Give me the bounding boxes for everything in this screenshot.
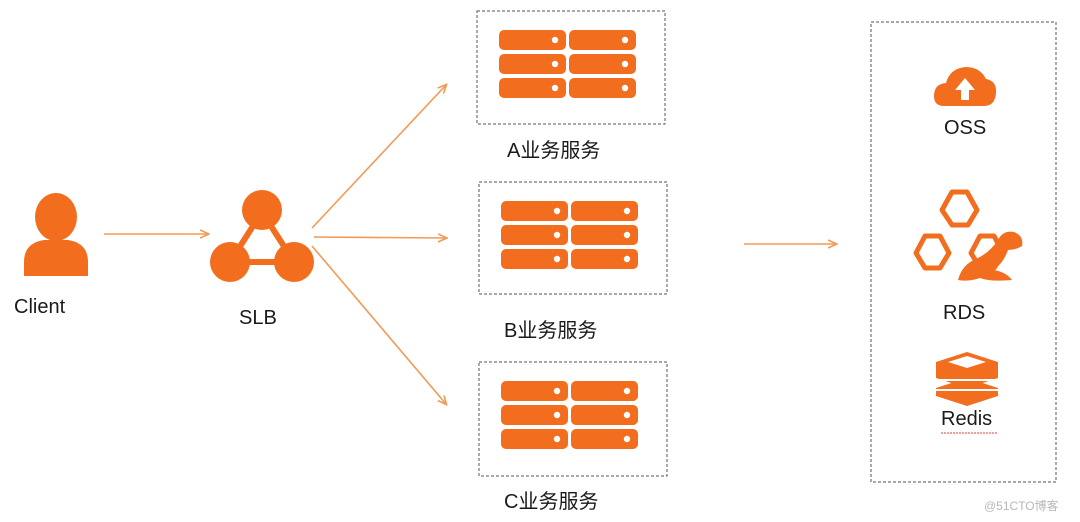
server-bar — [501, 405, 568, 425]
server-bar — [571, 249, 638, 269]
server-bar — [571, 381, 638, 401]
server-led — [553, 231, 561, 239]
client-label: Client — [14, 296, 66, 318]
service-c-label: C业务服务 — [504, 491, 599, 513]
server-led — [551, 84, 559, 92]
server-led — [623, 411, 631, 419]
arrow-slb-to-a — [311, 85, 446, 229]
server-bar — [569, 54, 636, 74]
server-bar — [571, 429, 638, 449]
arrow-slb-to-c — [311, 245, 446, 404]
backend-box — [870, 21, 1057, 483]
cloud-upload-icon — [934, 67, 997, 106]
service-a-box — [476, 10, 666, 125]
server-rack-icon — [499, 30, 636, 98]
server-bar — [571, 201, 638, 221]
service-a-label: A业务服务 — [507, 140, 601, 162]
server-bar — [501, 249, 568, 269]
person-icon — [24, 193, 88, 276]
load-balancer-icon — [210, 190, 314, 282]
server-led — [621, 60, 629, 68]
server-led — [623, 435, 631, 443]
stacked-layers-icon — [936, 352, 998, 406]
server-led — [553, 387, 561, 395]
server-bar — [569, 30, 636, 50]
server-bar — [501, 381, 568, 401]
server-led — [553, 435, 561, 443]
service-b-label: B业务服务 — [504, 320, 598, 342]
server-led — [551, 60, 559, 68]
server-led — [551, 36, 559, 44]
server-led — [621, 84, 629, 92]
server-led — [553, 207, 561, 215]
server-led — [623, 231, 631, 239]
arrow-slb-to-b — [313, 237, 446, 238]
service-c-box — [478, 361, 668, 477]
server-bar — [499, 54, 566, 74]
server-bar — [501, 429, 568, 449]
watermark: @51CTO博客 — [984, 499, 1059, 513]
server-bar — [499, 78, 566, 98]
server-led — [553, 255, 561, 263]
server-bar — [501, 225, 568, 245]
server-bar — [569, 78, 636, 98]
server-rack-icon — [501, 201, 638, 269]
redis-label: Redis — [941, 408, 993, 430]
seal-icon — [958, 231, 1023, 281]
server-led — [623, 207, 631, 215]
oss-label: OSS — [944, 117, 987, 139]
server-bar — [501, 201, 568, 221]
server-bar — [499, 30, 566, 50]
server-rack-icon — [501, 381, 638, 449]
server-led — [553, 411, 561, 419]
server-bar — [571, 225, 638, 245]
rds-label: RDS — [943, 302, 986, 324]
server-bar — [571, 405, 638, 425]
server-led — [621, 36, 629, 44]
server-led — [623, 255, 631, 263]
slb-label: SLB — [239, 307, 277, 329]
server-led — [623, 387, 631, 395]
